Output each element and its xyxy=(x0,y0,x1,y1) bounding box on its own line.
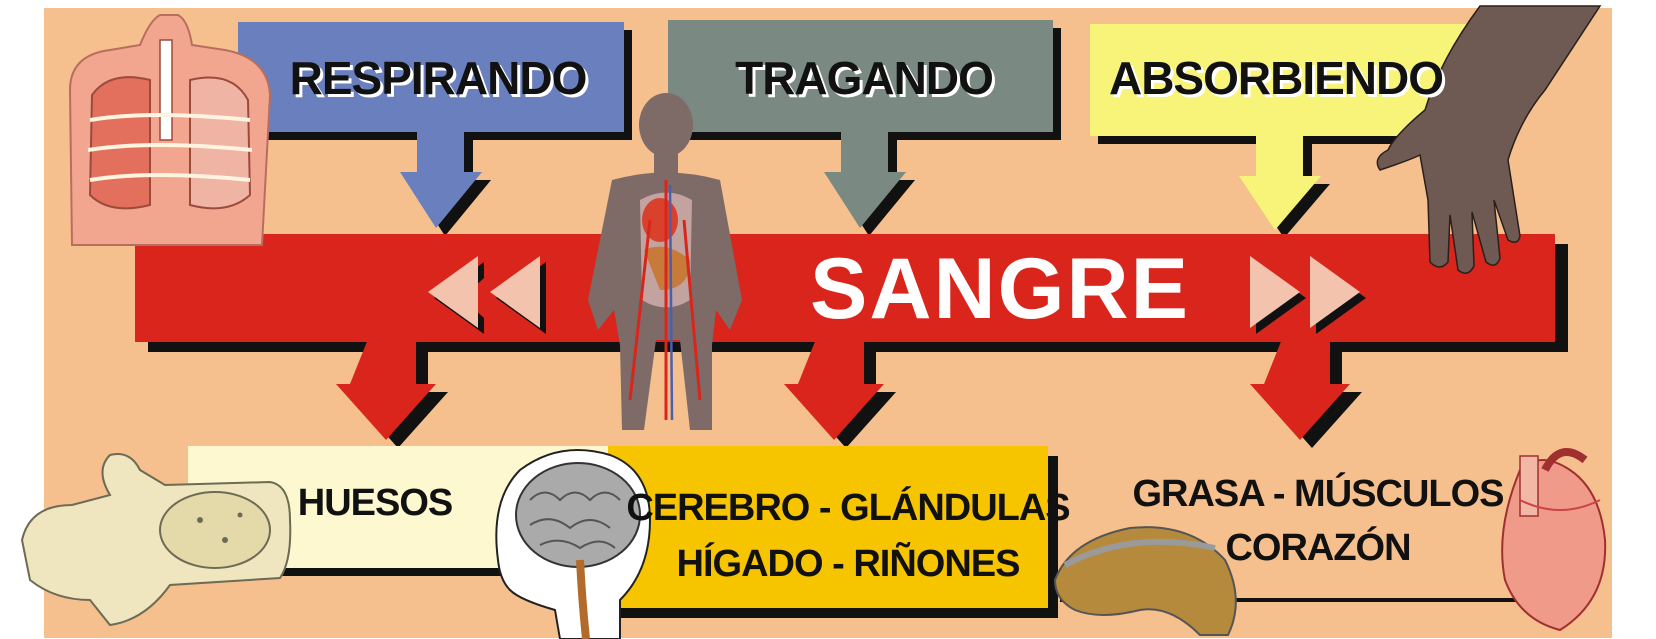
output-box-grasa xyxy=(1060,598,1560,602)
lungs-torso-icon xyxy=(68,14,272,246)
label-cerebro-line2: HÍGADO - RIÑONES xyxy=(677,541,1020,585)
output-arrow-grasa xyxy=(1250,334,1362,448)
output-arrow-cerebro xyxy=(784,334,896,448)
output-arrow-huesos xyxy=(336,334,448,448)
double-arrow-right-icon xyxy=(1250,256,1366,334)
liver-icon xyxy=(1053,526,1237,636)
input-box-respirando xyxy=(238,22,632,236)
label-absorbiendo: ABSORBIENDO xyxy=(1109,52,1443,104)
hand-icon xyxy=(1376,5,1602,274)
label-grasa-line1: GRASA - MÚSCULOS xyxy=(1132,471,1503,515)
label-tragando: TRAGANDO xyxy=(735,52,993,104)
label-cerebro-line1: CEREBRO - GLÁNDULAS xyxy=(626,485,1069,529)
label-absorbiendo-shadow: ABSORBIENDO xyxy=(1112,55,1446,107)
label-respirando-shadow: RESPIRANDO xyxy=(293,55,590,107)
input-box-tragando xyxy=(668,20,1061,236)
label-tragando-shadow: TRAGANDO xyxy=(738,55,996,107)
input-box-absorbiendo xyxy=(1090,24,1478,238)
label-huesos: HUESOS xyxy=(298,482,452,524)
brain-head-icon xyxy=(495,449,652,639)
label-grasa-line2: CORAZÓN xyxy=(1225,525,1410,569)
double-arrow-left-icon xyxy=(428,256,546,334)
vertebra-bone-icon xyxy=(20,453,292,627)
label-respirando: RESPIRANDO xyxy=(290,52,587,104)
output-box-cerebro xyxy=(608,446,1058,618)
human-body-circulatory-icon xyxy=(588,93,742,430)
heart-icon xyxy=(1501,448,1607,632)
sangre-label: SANGRE xyxy=(810,241,1190,337)
